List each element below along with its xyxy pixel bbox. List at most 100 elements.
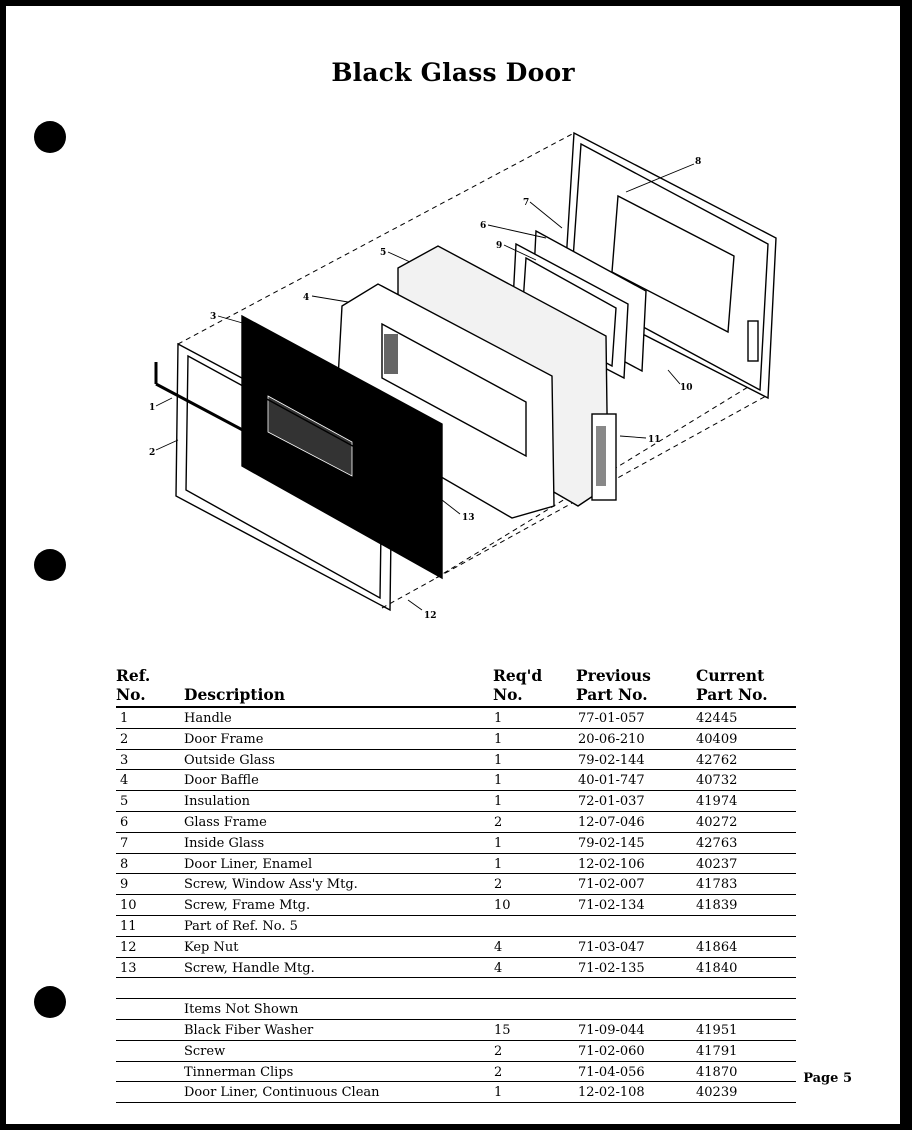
callout-8: 8 — [695, 157, 701, 167]
current-part-cell: 40237 — [696, 856, 738, 872]
qty-cell: 2 — [494, 1043, 503, 1059]
header-ref-1: Ref. — [116, 666, 151, 685]
callout-13: 13 — [462, 513, 475, 523]
header-cur-1: Current — [696, 666, 765, 685]
ref-no-cell: 2 — [120, 731, 129, 747]
qty-cell: 4 — [494, 960, 503, 976]
current-part-cell: 41840 — [696, 960, 738, 976]
table-row: 4 Door Baffle 1 40-01-747 40732 — [116, 770, 796, 792]
qty-cell: 1 — [494, 731, 503, 747]
qty-cell: 15 — [494, 1022, 511, 1038]
callout-7: 7 — [523, 198, 529, 208]
current-part-cell: 40732 — [696, 773, 738, 789]
callout-6: 6 — [480, 221, 486, 231]
description-cell: Inside Glass — [184, 835, 265, 851]
header-ref-2: No. — [116, 685, 146, 704]
qty-cell: 1 — [494, 794, 503, 810]
ref-no-cell: 4 — [120, 773, 129, 789]
exploded-parts-diagram: 1 2 3 4 5 6 7 8 9 10 11 12 13 — [149, 131, 777, 621]
callout-labels: 1 2 3 4 5 6 7 8 9 10 11 12 13 — [149, 157, 701, 621]
header-req-1: Req'd — [493, 666, 543, 685]
ref-no-cell: 11 — [120, 918, 137, 934]
qty-cell: 1 — [494, 1085, 503, 1101]
ref-no-cell: 3 — [120, 752, 129, 768]
page-title: Black Glass Door — [331, 58, 575, 87]
binder-hole-top — [34, 121, 66, 153]
header-rule — [116, 706, 796, 708]
description-cell: Screw, Handle Mtg. — [184, 960, 315, 976]
door-frame-part — [175, 342, 393, 612]
description-cell: Kep Nut — [184, 939, 239, 955]
table-row: Door Liner, Continuous Clean 1 12-02-108 40… — [116, 1082, 796, 1104]
current-part-cell: 41870 — [696, 1064, 738, 1080]
description-cell: Door Frame — [184, 731, 264, 747]
callout-1: 1 — [149, 403, 155, 413]
description-cell: Door Baffle — [184, 773, 259, 789]
binder-hole-middle — [34, 549, 66, 581]
ref-no-cell: 1 — [120, 711, 129, 726]
header-req-2: No. — [493, 685, 523, 704]
description-cell: Insulation — [184, 794, 251, 810]
description-cell: Screw — [184, 1043, 226, 1059]
previous-part-cell: 79-02-144 — [578, 752, 645, 768]
current-part-cell: 41839 — [696, 898, 738, 914]
current-part-cell: 41783 — [696, 877, 738, 893]
not-shown-heading: Items Not Shown — [184, 1002, 299, 1018]
page-sheet: Black Glass Door — [6, 6, 900, 1124]
leader-lines — [155, 163, 695, 611]
callout-9: 9 — [496, 241, 502, 251]
handle-part — [154, 362, 388, 508]
current-part-cell: 41951 — [696, 1022, 738, 1038]
previous-part-cell: 71-02-134 — [578, 898, 645, 914]
qty-cell: 1 — [494, 856, 503, 872]
callout-5: 5 — [380, 248, 386, 258]
qty-cell: 1 — [494, 711, 503, 726]
description-cell: Door Liner, Continuous Clean — [184, 1085, 380, 1101]
callout-12: 12 — [424, 611, 437, 621]
previous-part-cell: 12-02-106 — [578, 856, 645, 872]
previous-part-cell: 12-02-108 — [578, 1085, 645, 1101]
ref-no-cell: 12 — [120, 939, 137, 955]
qty-cell: 1 — [494, 835, 503, 851]
qty-cell: 1 — [494, 773, 503, 789]
description-cell: Door Liner, Enamel — [184, 856, 313, 872]
current-part-cell: 40239 — [696, 1085, 738, 1101]
previous-part-cell: 71-09-044 — [578, 1022, 645, 1038]
callout-11: 11 — [648, 435, 661, 445]
description-cell: Outside Glass — [184, 752, 275, 768]
ref-no-cell: 7 — [120, 835, 129, 851]
header-description: Description — [184, 685, 286, 704]
current-part-cell: 41864 — [696, 939, 738, 955]
current-part-cell: 41791 — [696, 1043, 738, 1059]
previous-part-cell: 79-02-145 — [578, 835, 645, 851]
page-number: Page 5 — [803, 1071, 852, 1086]
ref-no-cell: 13 — [120, 960, 137, 976]
callout-2: 2 — [149, 448, 155, 458]
description-cell: Screw, Frame Mtg. — [184, 898, 311, 914]
qty-cell: 10 — [494, 898, 511, 914]
previous-part-cell: 40-01-747 — [578, 773, 645, 789]
table-row: Screw 2 71-02-060 41791 — [116, 1041, 796, 1062]
qty-cell: 2 — [494, 1064, 503, 1080]
current-part-cell: 40409 — [696, 731, 738, 747]
previous-part-cell: 71-02-060 — [578, 1043, 645, 1059]
description-cell: Tinnerman Clips — [184, 1064, 294, 1080]
not-shown-heading-row: Items Not Shown — [116, 999, 796, 1020]
header-prev-1: Previous — [576, 666, 651, 685]
current-part-cell: 42445 — [696, 711, 738, 726]
description-cell: Handle — [184, 711, 232, 726]
description-cell: Part of Ref. No. 5 — [184, 918, 298, 934]
